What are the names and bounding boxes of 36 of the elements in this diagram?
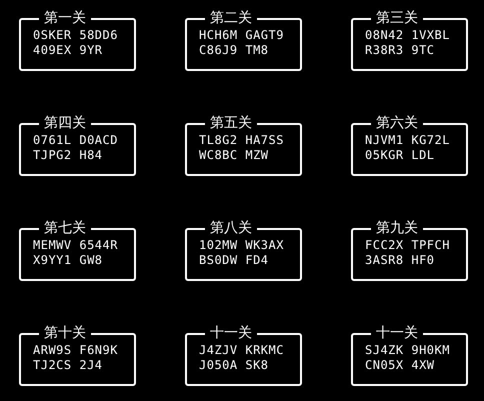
password-code: X9YY1 GW8 (33, 253, 103, 267)
password-code: 0761L D0ACD (33, 133, 118, 147)
password-code: TL8G2 HA7SS (199, 133, 284, 147)
level-title: 十一关 (371, 324, 423, 342)
password-code: MEMWV 6544R (33, 238, 118, 252)
password-code: HCH6M GAGT9 (199, 28, 284, 42)
level-title: 第八关 (205, 219, 257, 237)
password-code: ARW9S F6N9K (33, 343, 118, 357)
level-title: 十一关 (205, 324, 257, 342)
password-code: 08N42 1VXBL (365, 28, 450, 42)
password-code: TJ2CS 2J4 (33, 358, 103, 372)
level-title: 第五关 (205, 114, 257, 132)
level-title: 第九关 (371, 219, 423, 237)
level-title: 第七关 (39, 219, 91, 237)
level-title: 第二关 (205, 9, 257, 27)
password-code: R38R3 9TC (365, 43, 435, 57)
password-code: FCC2X TPFCH (365, 238, 450, 252)
password-code: C86J9 TM8 (199, 43, 269, 57)
password-code: J4ZJV KRKMC (199, 343, 284, 357)
password-code: 05KGR LDL (365, 148, 435, 162)
password-code: J050A SK8 (199, 358, 269, 372)
level-title: 第六关 (371, 114, 423, 132)
level-title: 第四关 (39, 114, 91, 132)
password-code: 102MW WK3AX (199, 238, 284, 252)
password-code: SJ4ZK 9H0KM (365, 343, 450, 357)
password-code: 409EX 9YR (33, 43, 103, 57)
password-code: BS0DW FD4 (199, 253, 269, 267)
password-code: NJVM1 KG72L (365, 133, 450, 147)
password-code: WC8BC MZW (199, 148, 269, 162)
level-title: 第三关 (371, 9, 423, 27)
password-code: TJPG2 H84 (33, 148, 103, 162)
level-title: 第十关 (39, 324, 91, 342)
password-code: CN05X 4XW (365, 358, 435, 372)
password-code: 3ASR8 HF0 (365, 253, 435, 267)
password-code: 0SKER 58DD6 (33, 28, 118, 42)
level-title: 第一关 (39, 9, 91, 27)
